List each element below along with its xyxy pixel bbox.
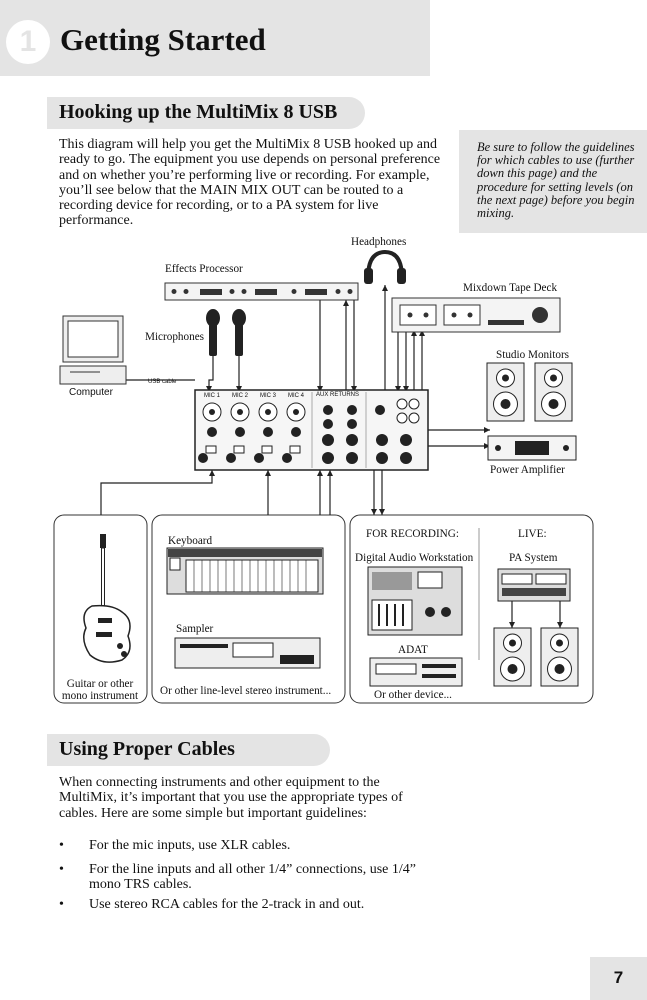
label-pa-system: PA System (509, 552, 558, 564)
label-studio-monitors: Studio Monitors (496, 349, 570, 361)
section-title: Using Proper Cables (59, 738, 235, 760)
cables-intro-paragraph: When connecting instruments and other eq… (59, 775, 403, 821)
label-sampler: Sampler (176, 623, 214, 635)
sampler-icon (174, 637, 321, 669)
section-heading-hooking-up: Hooking up the MultiMix 8 USB (47, 97, 365, 129)
label-other-device: Or other device... (374, 689, 452, 701)
effects-processor-unit (164, 282, 359, 301)
computer-icon (59, 315, 127, 385)
mixer-label-aux-returns: AUX RETURNS (316, 392, 360, 398)
section-title: Hooking up the MultiMix 8 USB (59, 101, 338, 123)
daw-icon (367, 566, 463, 636)
label-usb-cable: USB cable (148, 379, 177, 385)
chapter-title: Getting Started (60, 22, 266, 57)
studio-monitors-icon (486, 362, 573, 422)
note-text: Be sure to follow the guidelines for whi… (477, 140, 635, 221)
tape-deck-unit (391, 297, 561, 333)
label-line-level-instrument: Or other line-level stereo instrument... (160, 685, 332, 697)
label-microphones: Microphones (145, 331, 205, 343)
label-adat: ADAT (398, 644, 428, 656)
intro-paragraph: This diagram will help you get the Multi… (59, 137, 441, 229)
chapter-number: 1 (6, 20, 50, 64)
microphones-icon (206, 309, 246, 356)
headphones-icon (364, 249, 406, 284)
guitar-icon (83, 534, 131, 663)
label-daw: Digital Audio Workstation (355, 552, 474, 564)
mixer-label-mic4: MIC 4 (288, 393, 305, 399)
instrument-group-box (151, 514, 346, 704)
output-group-box (349, 514, 594, 704)
pa-speakers-icon (493, 627, 579, 687)
mixer-label-mic3: MIC 3 (260, 393, 277, 399)
label-headphones: Headphones (351, 236, 407, 248)
label-guitar: Guitar or other mono instrument (61, 678, 139, 702)
label-power-amplifier: Power Amplifier (490, 464, 565, 476)
mixer-label-mic1: MIC 1 (204, 393, 221, 399)
page-number-box: 7 (590, 957, 647, 1000)
label-effects-processor: Effects Processor (165, 263, 243, 275)
mixer-label-mic2: MIC 2 (232, 393, 249, 399)
adat-icon (369, 657, 463, 687)
chapter-header (0, 0, 430, 76)
keyboard-icon (166, 547, 324, 595)
page-number: 7 (613, 968, 624, 987)
mixer-unit (194, 389, 429, 471)
label-for-recording: FOR RECORDING: (366, 528, 459, 540)
label-computer: Computer (69, 387, 113, 398)
label-mixdown-tape-deck: Mixdown Tape Deck (463, 282, 558, 294)
power-amplifier-unit (487, 435, 577, 461)
label-keyboard: Keyboard (168, 535, 213, 547)
label-live: LIVE: (518, 528, 547, 540)
note-box: Be sure to follow the guidelines for whi… (459, 130, 647, 233)
pa-system-icon (497, 568, 571, 602)
section-heading-cables: Using Proper Cables (47, 734, 330, 766)
